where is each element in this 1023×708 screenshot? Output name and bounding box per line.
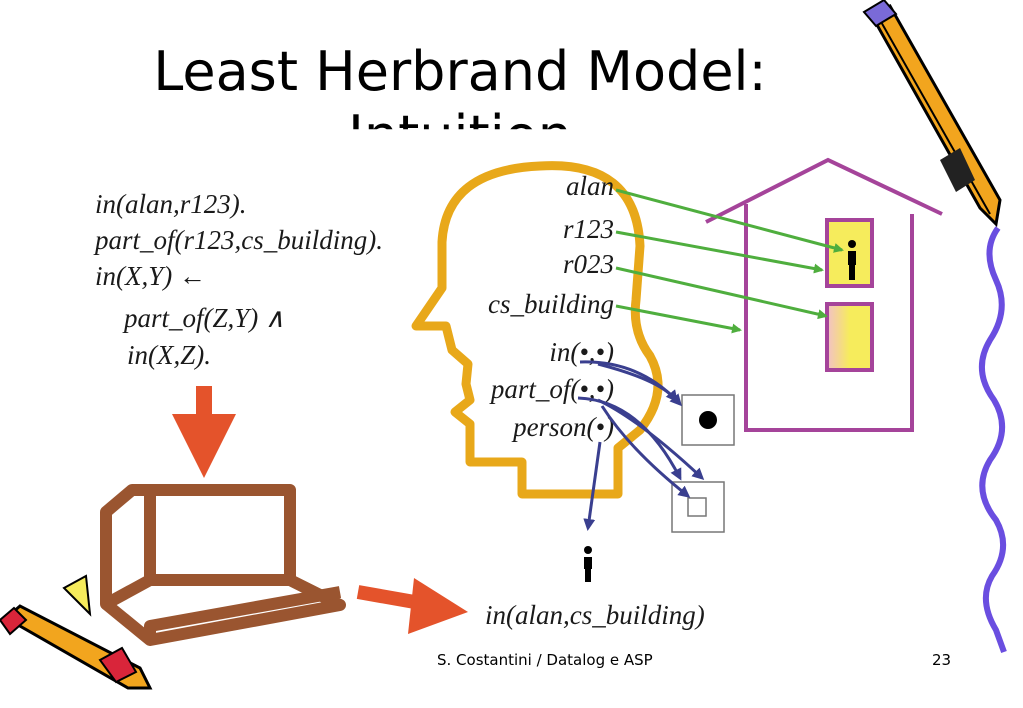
down-arrow-icon: [172, 386, 236, 478]
program-line-2: part_of(r123,cs_building).: [93, 225, 383, 255]
symbol-cs-building: cs_building: [488, 289, 614, 319]
slide-title-line2: Intuition: [348, 104, 572, 167]
right-arrow-icon: [356, 578, 468, 634]
program-line-5: in(X,Z).: [127, 340, 211, 370]
head-outline: [411, 161, 663, 499]
blue-arrows: [577, 360, 705, 531]
program-line-3: in(X,Y) ←: [95, 261, 206, 291]
green-arrows: [615, 188, 844, 334]
symbol-r023: r023: [563, 249, 614, 279]
symbol-alan: alan: [566, 171, 614, 201]
pencil-icon-top-right: [862, 0, 1002, 228]
program-line-1: in(alan,r123).: [95, 189, 247, 219]
slide-title-line1: Least Herbrand Model:: [153, 40, 767, 103]
program-line-4: part_of(Z,Y) ∧: [122, 303, 285, 333]
symbol-person: person(•): [511, 412, 614, 442]
slide-footer: S. Costantini / Datalog e ASP: [437, 651, 653, 669]
person-icon: [848, 240, 856, 280]
pencil-icon-bottom-left: [0, 574, 153, 690]
pair-box-1: [681, 394, 735, 446]
page-number: 23: [932, 651, 952, 669]
symbol-r123: r123: [563, 214, 614, 244]
person-icon-result: [584, 546, 592, 582]
result-atom: in(alan,cs_building): [485, 600, 705, 630]
computer-icon: [100, 484, 346, 646]
diagram-panel: [88, 162, 946, 650]
wavy-line-icon: [978, 226, 1007, 654]
